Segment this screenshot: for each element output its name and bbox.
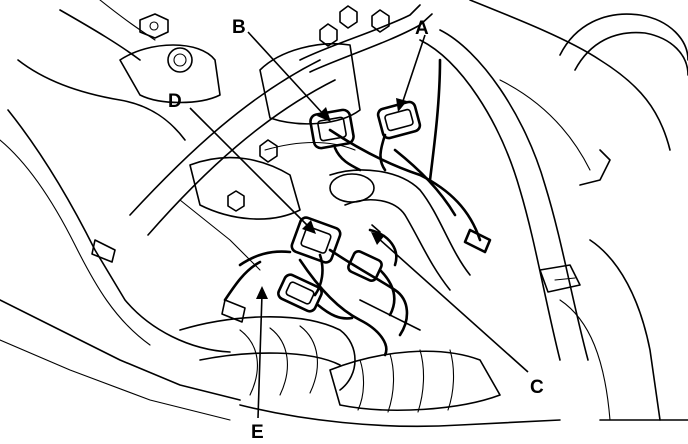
leader-c [377,237,529,373]
callout-leaders [189,31,529,419]
leader-b [247,31,326,117]
callout-a: A [415,18,429,39]
callout-d: D [168,91,182,112]
connector-a [376,100,422,172]
leader-a [401,34,426,105]
callout-e: E [251,422,264,443]
connector-c [347,224,383,282]
arrowhead-e [256,286,268,299]
connector-d [290,216,342,297]
engine-structure [0,0,688,428]
leader-e [257,293,263,419]
connector-e [277,273,354,320]
arrowhead-a [396,98,407,112]
wiring-harness [223,58,492,357]
connector-b [309,108,362,172]
callout-c: C [530,377,544,398]
arrowhead-b [317,107,331,122]
leader-d [189,107,311,229]
callout-b: B [232,17,246,38]
arrowhead-c [371,232,385,245]
arrowhead-d [302,220,316,234]
